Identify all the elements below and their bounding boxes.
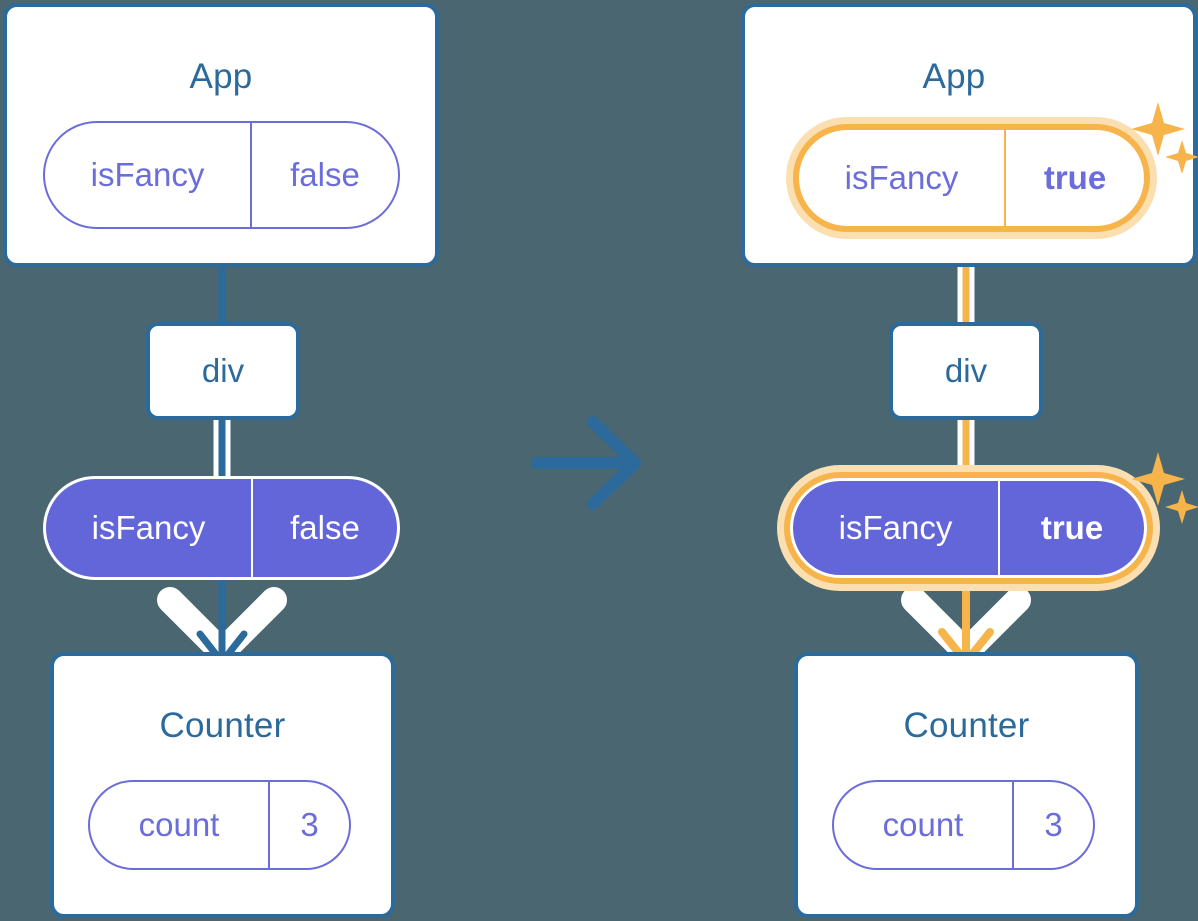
state-value: true	[1004, 130, 1144, 226]
sparkle-icon	[1165, 140, 1198, 174]
state-key: count	[882, 806, 964, 843]
sparkle-icon	[1132, 452, 1185, 506]
counter-card-title: Counter	[903, 706, 1030, 745]
counter-card-after: Counter	[794, 652, 1139, 918]
sparkle-icon	[1165, 490, 1198, 524]
state-value: 3	[1012, 782, 1093, 868]
before-diagram: App isFancy false div isFancy false Coun…	[0, 0, 450, 921]
state-key: isFancy	[844, 159, 959, 196]
div-node-label: div	[201, 352, 245, 389]
div-node-after: div	[889, 322, 1043, 420]
props-pill-before: isFancy false	[43, 476, 400, 580]
div-node-before: div	[146, 322, 300, 420]
sparkle-icon	[1132, 102, 1185, 156]
state-key: isFancy	[90, 156, 205, 193]
div-node-label: div	[944, 352, 988, 389]
props-pill-after: isFancy true	[790, 478, 1147, 578]
counter-card-title: Counter	[159, 706, 286, 745]
prop-value: false	[251, 479, 397, 577]
prop-value: true	[998, 481, 1144, 575]
app-card-title: App	[189, 57, 253, 96]
counter-state-pill-after: count 3	[832, 780, 1095, 870]
after-diagram: App isFancy true div isFancy true Counte…	[740, 0, 1198, 921]
app-state-pill-before: isFancy false	[43, 121, 400, 229]
prop-key: isFancy	[91, 509, 206, 546]
state-value: false	[250, 123, 398, 227]
state-key: count	[138, 806, 220, 843]
app-state-pill-after: isFancy true	[793, 124, 1150, 232]
sparkle-group-props	[1132, 452, 1198, 524]
state-value: 3	[268, 782, 349, 868]
prop-key: isFancy	[838, 509, 953, 546]
counter-state-pill-before: count 3	[88, 780, 351, 870]
counter-card-before: Counter	[50, 652, 395, 918]
app-card-title: App	[922, 57, 986, 96]
transition-arrow	[531, 416, 641, 510]
sparkle-group-app	[1132, 102, 1198, 174]
